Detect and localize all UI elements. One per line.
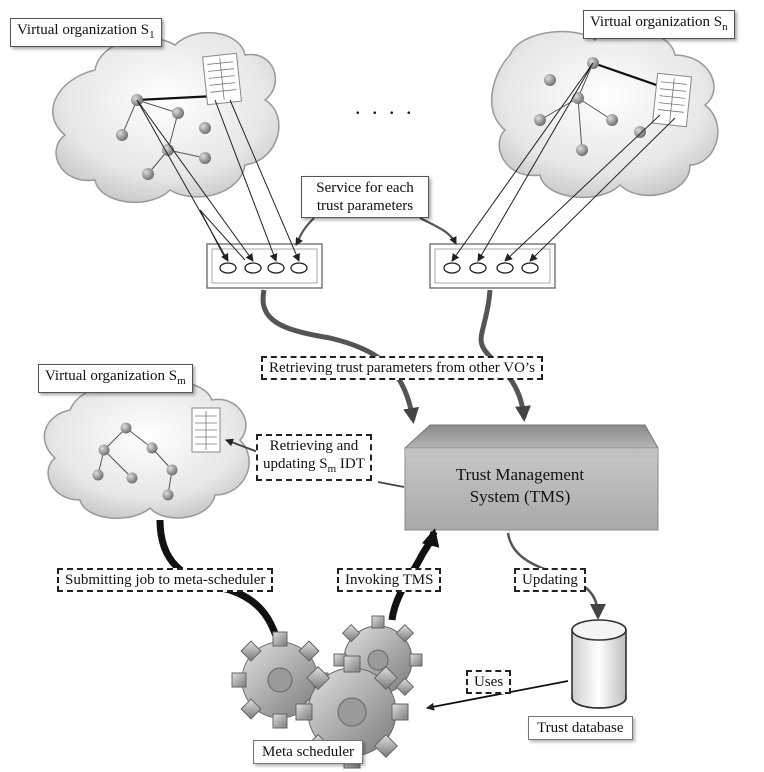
node bbox=[634, 126, 646, 138]
more-orgs-ellipsis: . . . . bbox=[355, 94, 415, 119]
vo-sm-text: Virtual organization S bbox=[45, 368, 178, 384]
node bbox=[126, 472, 138, 484]
service-label-line1: Service for each bbox=[316, 180, 414, 196]
document-icon bbox=[651, 72, 693, 128]
idt-label-line1: Retrieving and bbox=[269, 438, 359, 454]
document-icon bbox=[191, 407, 221, 453]
submitting-job-label: Submitting job to meta-scheduler bbox=[57, 568, 274, 592]
sn-service-arrows bbox=[451, 62, 676, 262]
invoking-tms-label: Invoking TMS bbox=[337, 568, 442, 592]
vo-sm-label: Virtual organization Sm bbox=[38, 364, 193, 393]
node bbox=[199, 152, 211, 164]
service-box-left bbox=[206, 243, 323, 289]
tms-line1: Trust Management bbox=[455, 465, 585, 484]
tms-title: Trust Management System (TMS) bbox=[407, 464, 633, 508]
idt-label-post: IDT bbox=[336, 456, 365, 472]
node bbox=[166, 464, 178, 476]
tms-box bbox=[403, 424, 659, 531]
node bbox=[92, 469, 104, 481]
cloud-sn bbox=[490, 28, 719, 198]
s1-service-arrows bbox=[136, 99, 300, 262]
node bbox=[116, 129, 128, 141]
updating-label: Updating bbox=[514, 568, 586, 592]
tms-line2: System (TMS) bbox=[469, 487, 571, 506]
meta-scheduler-label: Meta scheduler bbox=[253, 740, 364, 764]
idt-label-sub: m bbox=[327, 463, 337, 475]
service-pointer-arrow bbox=[295, 217, 315, 246]
document-icon bbox=[202, 52, 242, 106]
node bbox=[544, 74, 556, 86]
node bbox=[534, 114, 546, 126]
idt-label-pre: updating S bbox=[263, 456, 328, 472]
cloud-s1 bbox=[52, 31, 280, 203]
node bbox=[98, 444, 110, 456]
vo-sn-sub: n bbox=[722, 21, 728, 33]
service-label-line2: trust parameters bbox=[316, 198, 414, 214]
retrieving-updating-idt-label: Retrieving and updating Sm IDT bbox=[256, 434, 372, 481]
node bbox=[199, 122, 211, 134]
vo-s1-sub: 1 bbox=[149, 29, 155, 41]
vo-sm-sub: m bbox=[177, 375, 186, 387]
box-to-tms-arrow bbox=[478, 289, 531, 422]
idt-arrow bbox=[377, 481, 405, 488]
uses-label: Uses bbox=[466, 670, 512, 694]
node bbox=[146, 442, 158, 454]
trust-database-icon bbox=[571, 619, 627, 709]
trust-database-label: Trust database bbox=[528, 716, 633, 740]
node bbox=[576, 144, 588, 156]
service-pointer-arrow bbox=[419, 217, 457, 245]
service-for-each-label: Service for each trust parameters bbox=[301, 176, 429, 218]
meta-scheduler-gears-icon bbox=[231, 615, 423, 769]
invoke-arrow bbox=[388, 528, 440, 621]
idt-label-line2: updating Sm IDT bbox=[263, 455, 365, 478]
uses-arrow bbox=[426, 680, 569, 711]
box-to-tms-arrow bbox=[260, 289, 419, 424]
retrieving-trust-params-label: Retrieving trust parameters from other V… bbox=[261, 356, 543, 380]
vo-sn-text: Virtual organization S bbox=[590, 14, 723, 30]
vo-s1-text: Virtual organization S bbox=[17, 22, 150, 38]
node bbox=[572, 92, 584, 104]
vo-sn-label: Virtual organization Sn bbox=[583, 10, 735, 39]
node bbox=[606, 114, 618, 126]
vo-s1-label: Virtual organization S1 bbox=[10, 18, 162, 47]
node bbox=[172, 107, 184, 119]
cloud-sm bbox=[43, 380, 250, 520]
node bbox=[120, 422, 132, 434]
idt-arrow bbox=[225, 438, 259, 453]
node bbox=[142, 168, 154, 180]
service-box-right bbox=[429, 243, 556, 289]
node bbox=[162, 489, 174, 501]
